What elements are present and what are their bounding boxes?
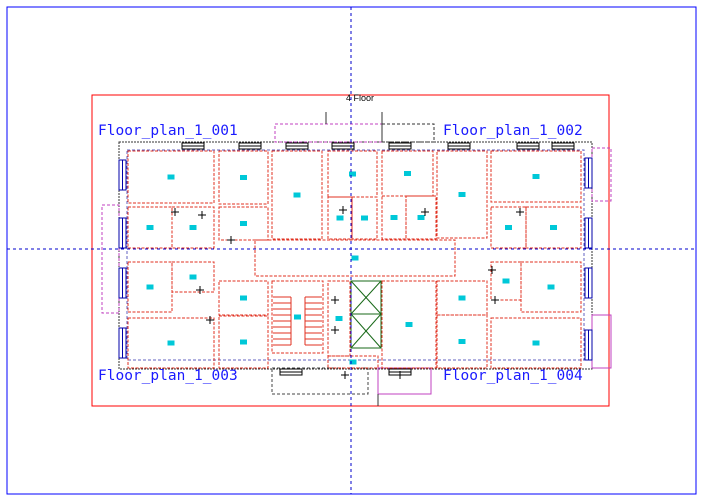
room-25: [218, 315, 269, 369]
room-31: [327, 355, 379, 369]
room-3: [271, 150, 323, 240]
room-tag-marker: [417, 215, 425, 220]
room-tag-marker: [189, 274, 197, 280]
room-tag-marker: [458, 192, 466, 197]
room-tag-marker: [361, 215, 368, 221]
room-28: [381, 280, 437, 369]
room-tag-marker: [167, 174, 175, 180]
room-26: [271, 280, 324, 354]
room-17: [254, 239, 456, 277]
room-tag-marker: [294, 314, 301, 320]
room-tag-marker: [240, 295, 247, 301]
room-tag-marker: [240, 175, 247, 180]
elevator-cross: [350, 280, 382, 315]
plan-label-001: Floor_plan_1_001: [98, 123, 238, 139]
room-16: [525, 206, 582, 249]
room-2: [218, 150, 269, 205]
room-tag-marker: [547, 284, 555, 290]
room-tag-marker: [336, 215, 344, 221]
room-20: [218, 280, 269, 316]
balcony-right-top: [591, 147, 612, 202]
drawing-title: 4 Floor: [346, 93, 374, 103]
room-14: [405, 195, 437, 240]
room-tag-marker: [146, 225, 154, 230]
room-24: [127, 317, 215, 369]
room-10: [218, 206, 269, 241]
room-tag-marker: [349, 171, 356, 177]
room-30: [490, 317, 582, 369]
balcony-bottom-left: [271, 367, 369, 395]
balcony-top-right: [381, 123, 435, 143]
room-tag-marker: [349, 359, 357, 365]
room-tag-marker: [351, 255, 359, 261]
room-tag-marker: [405, 322, 413, 327]
room-12: [351, 196, 378, 240]
room-tag-marker: [532, 340, 540, 346]
building-outline: [118, 141, 593, 370]
balcony-left: [101, 204, 120, 314]
room-22: [520, 261, 582, 313]
room-9: [171, 206, 215, 249]
building-inner-outline: [126, 149, 585, 361]
room-19: [171, 261, 215, 293]
room-tag-marker: [404, 171, 411, 176]
room-7: [490, 150, 582, 203]
room-1: [127, 150, 215, 204]
room-tag-marker: [458, 295, 466, 301]
room-tag-marker: [458, 339, 466, 344]
room-6: [436, 150, 488, 239]
plan-label-004: Floor_plan_1_004: [443, 368, 583, 384]
room-tag-marker: [390, 215, 398, 220]
room-tag-marker: [505, 225, 512, 230]
room-tag-marker: [532, 174, 540, 179]
room-tag-marker: [146, 284, 154, 290]
floor-plan[interactable]: [101, 112, 612, 406]
room-tag-marker: [167, 340, 175, 346]
balcony-top-left: [274, 123, 383, 143]
elevator-cross: [350, 313, 382, 349]
room-tag-marker: [189, 225, 197, 230]
room-29: [436, 314, 488, 369]
plan-label-002: Floor_plan_1_002: [443, 123, 583, 139]
room-tag-marker: [240, 339, 247, 345]
room-tag-marker: [240, 221, 247, 226]
room-tag-marker: [293, 192, 301, 198]
room-tag-marker: [550, 225, 557, 230]
room-tag-marker: [335, 316, 343, 321]
plan-label-003: Floor_plan_1_003: [98, 368, 238, 384]
room-tag-marker: [502, 278, 510, 284]
room-21: [490, 261, 522, 301]
balcony-right-bottom: [591, 314, 612, 369]
